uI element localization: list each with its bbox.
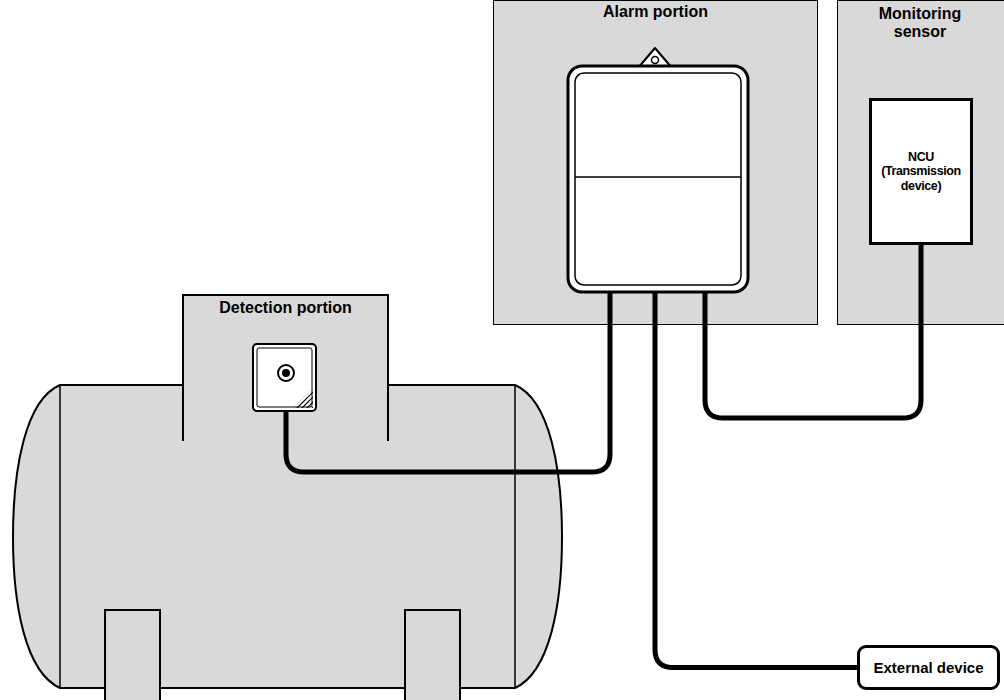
detection-portion-band: Detection portion	[183, 295, 388, 441]
tank-seam	[514, 385, 516, 688]
signal-wire	[655, 292, 857, 668]
node-label: Monitoring sensor	[861, 5, 979, 42]
panel-ground	[493, 0, 818, 325]
node-label: NCU (Transmission device)	[879, 150, 963, 193]
ncu-box: NCU (Transmission device)	[869, 98, 973, 245]
alarm-divider	[575, 176, 741, 178]
signal-wire	[286, 292, 610, 472]
sensor-hatch	[280, 380, 355, 420]
external-device-box: External device	[857, 645, 1000, 690]
alarm-portion-panel: Alarm portion	[493, 0, 818, 325]
alarm-face	[575, 73, 741, 285]
sensor-lens-core	[282, 369, 290, 377]
tank-seam	[59, 385, 61, 688]
monitoring-sensor-panel: Monitoring sensorNCU (Transmission devic…	[837, 0, 1004, 325]
signal-wire	[705, 245, 921, 418]
node-label: Detection portion	[219, 299, 351, 317]
sensor-lens	[278, 365, 294, 381]
alarm-housing	[568, 66, 748, 292]
sensor-housing	[253, 344, 316, 411]
hanging-hole	[652, 57, 659, 64]
tank-leg	[405, 610, 460, 700]
node-label: Alarm portion	[603, 3, 708, 21]
sensor-face	[257, 348, 312, 407]
node-label: External device	[869, 659, 989, 676]
tank-leg	[105, 610, 160, 700]
